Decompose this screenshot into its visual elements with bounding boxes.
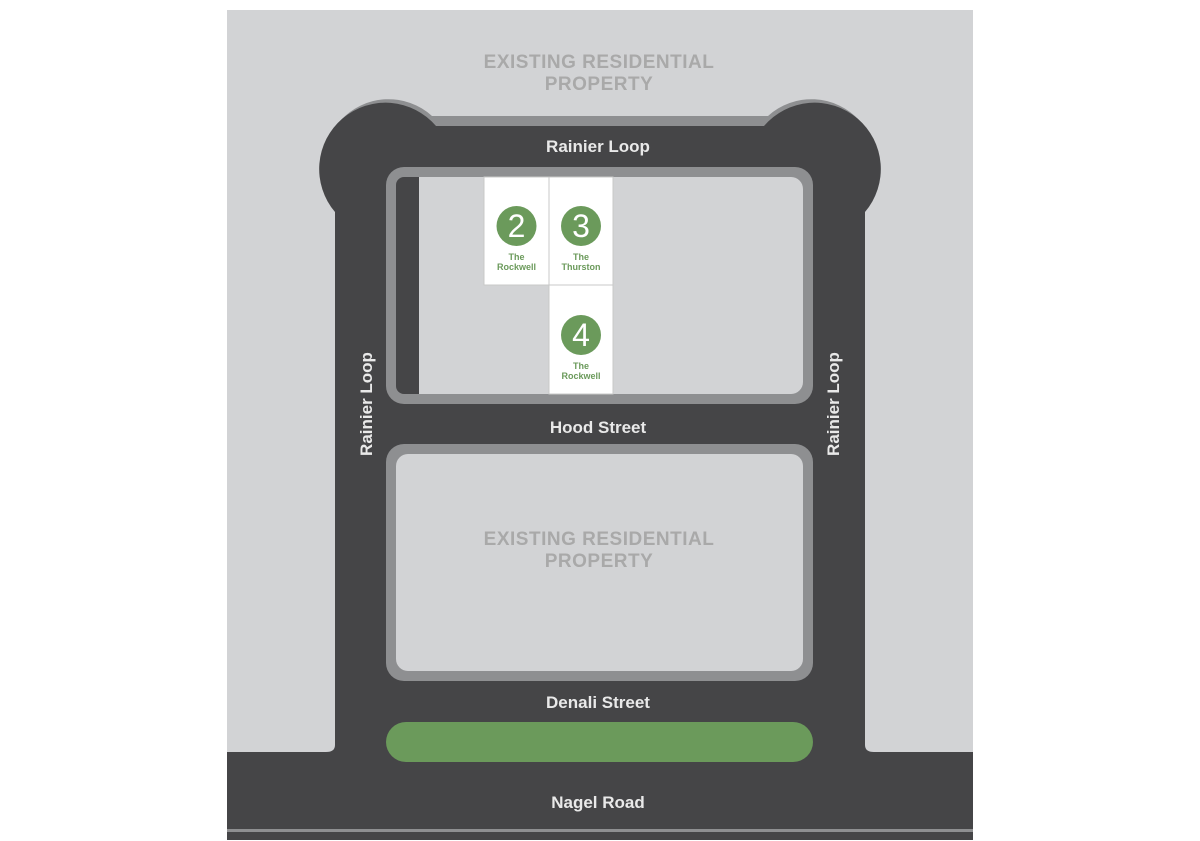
road-label-nagel-road: Nagel Road bbox=[551, 793, 645, 812]
lot-2-model-line1: The bbox=[508, 252, 524, 262]
lot-4-model-line2: Rockwell bbox=[561, 371, 600, 381]
lot-3[interactable]: 3 The Thurston bbox=[548, 176, 614, 286]
road-label-hood-street: Hood Street bbox=[550, 418, 647, 437]
lot-4-number: 4 bbox=[572, 317, 590, 353]
lot-2-model-line2: Rockwell bbox=[497, 262, 536, 272]
lot-4-model-line1: The bbox=[573, 361, 589, 371]
green-median bbox=[386, 722, 813, 762]
lot-4[interactable]: 4 The Rockwell bbox=[548, 284, 614, 395]
lot-3-model-line2: Thurston bbox=[562, 262, 601, 272]
lot-4-number-badge bbox=[561, 315, 601, 355]
existing-property-center-line2: PROPERTY bbox=[545, 551, 654, 572]
road-label-denali-street: Denali Street bbox=[546, 693, 650, 712]
lot-3-number-badge bbox=[561, 206, 601, 246]
center-block bbox=[396, 454, 803, 671]
road-label-rainier-loop-left: Rainier Loop bbox=[357, 352, 376, 456]
lot-2[interactable]: 2 The Rockwell bbox=[483, 176, 550, 286]
lot-2-number-badge bbox=[496, 206, 537, 246]
upper-block-alley-square bbox=[408, 177, 419, 394]
lot-3-model-line1: The bbox=[573, 252, 589, 262]
lot-3-number: 3 bbox=[572, 208, 590, 244]
road-label-rainier-loop-top: Rainier Loop bbox=[546, 137, 650, 156]
lot-3-parcel[interactable] bbox=[548, 176, 614, 286]
lot-2-number: 2 bbox=[508, 208, 526, 244]
existing-property-top-line1: EXISTING RESIDENTIAL bbox=[484, 52, 715, 73]
nagel-road-edge-line bbox=[227, 829, 973, 832]
existing-property-top-line2: PROPERTY bbox=[545, 74, 654, 95]
road-label-rainier-loop-right: Rainier Loop bbox=[824, 352, 843, 456]
existing-property-center-line1: EXISTING RESIDENTIAL bbox=[484, 529, 715, 550]
